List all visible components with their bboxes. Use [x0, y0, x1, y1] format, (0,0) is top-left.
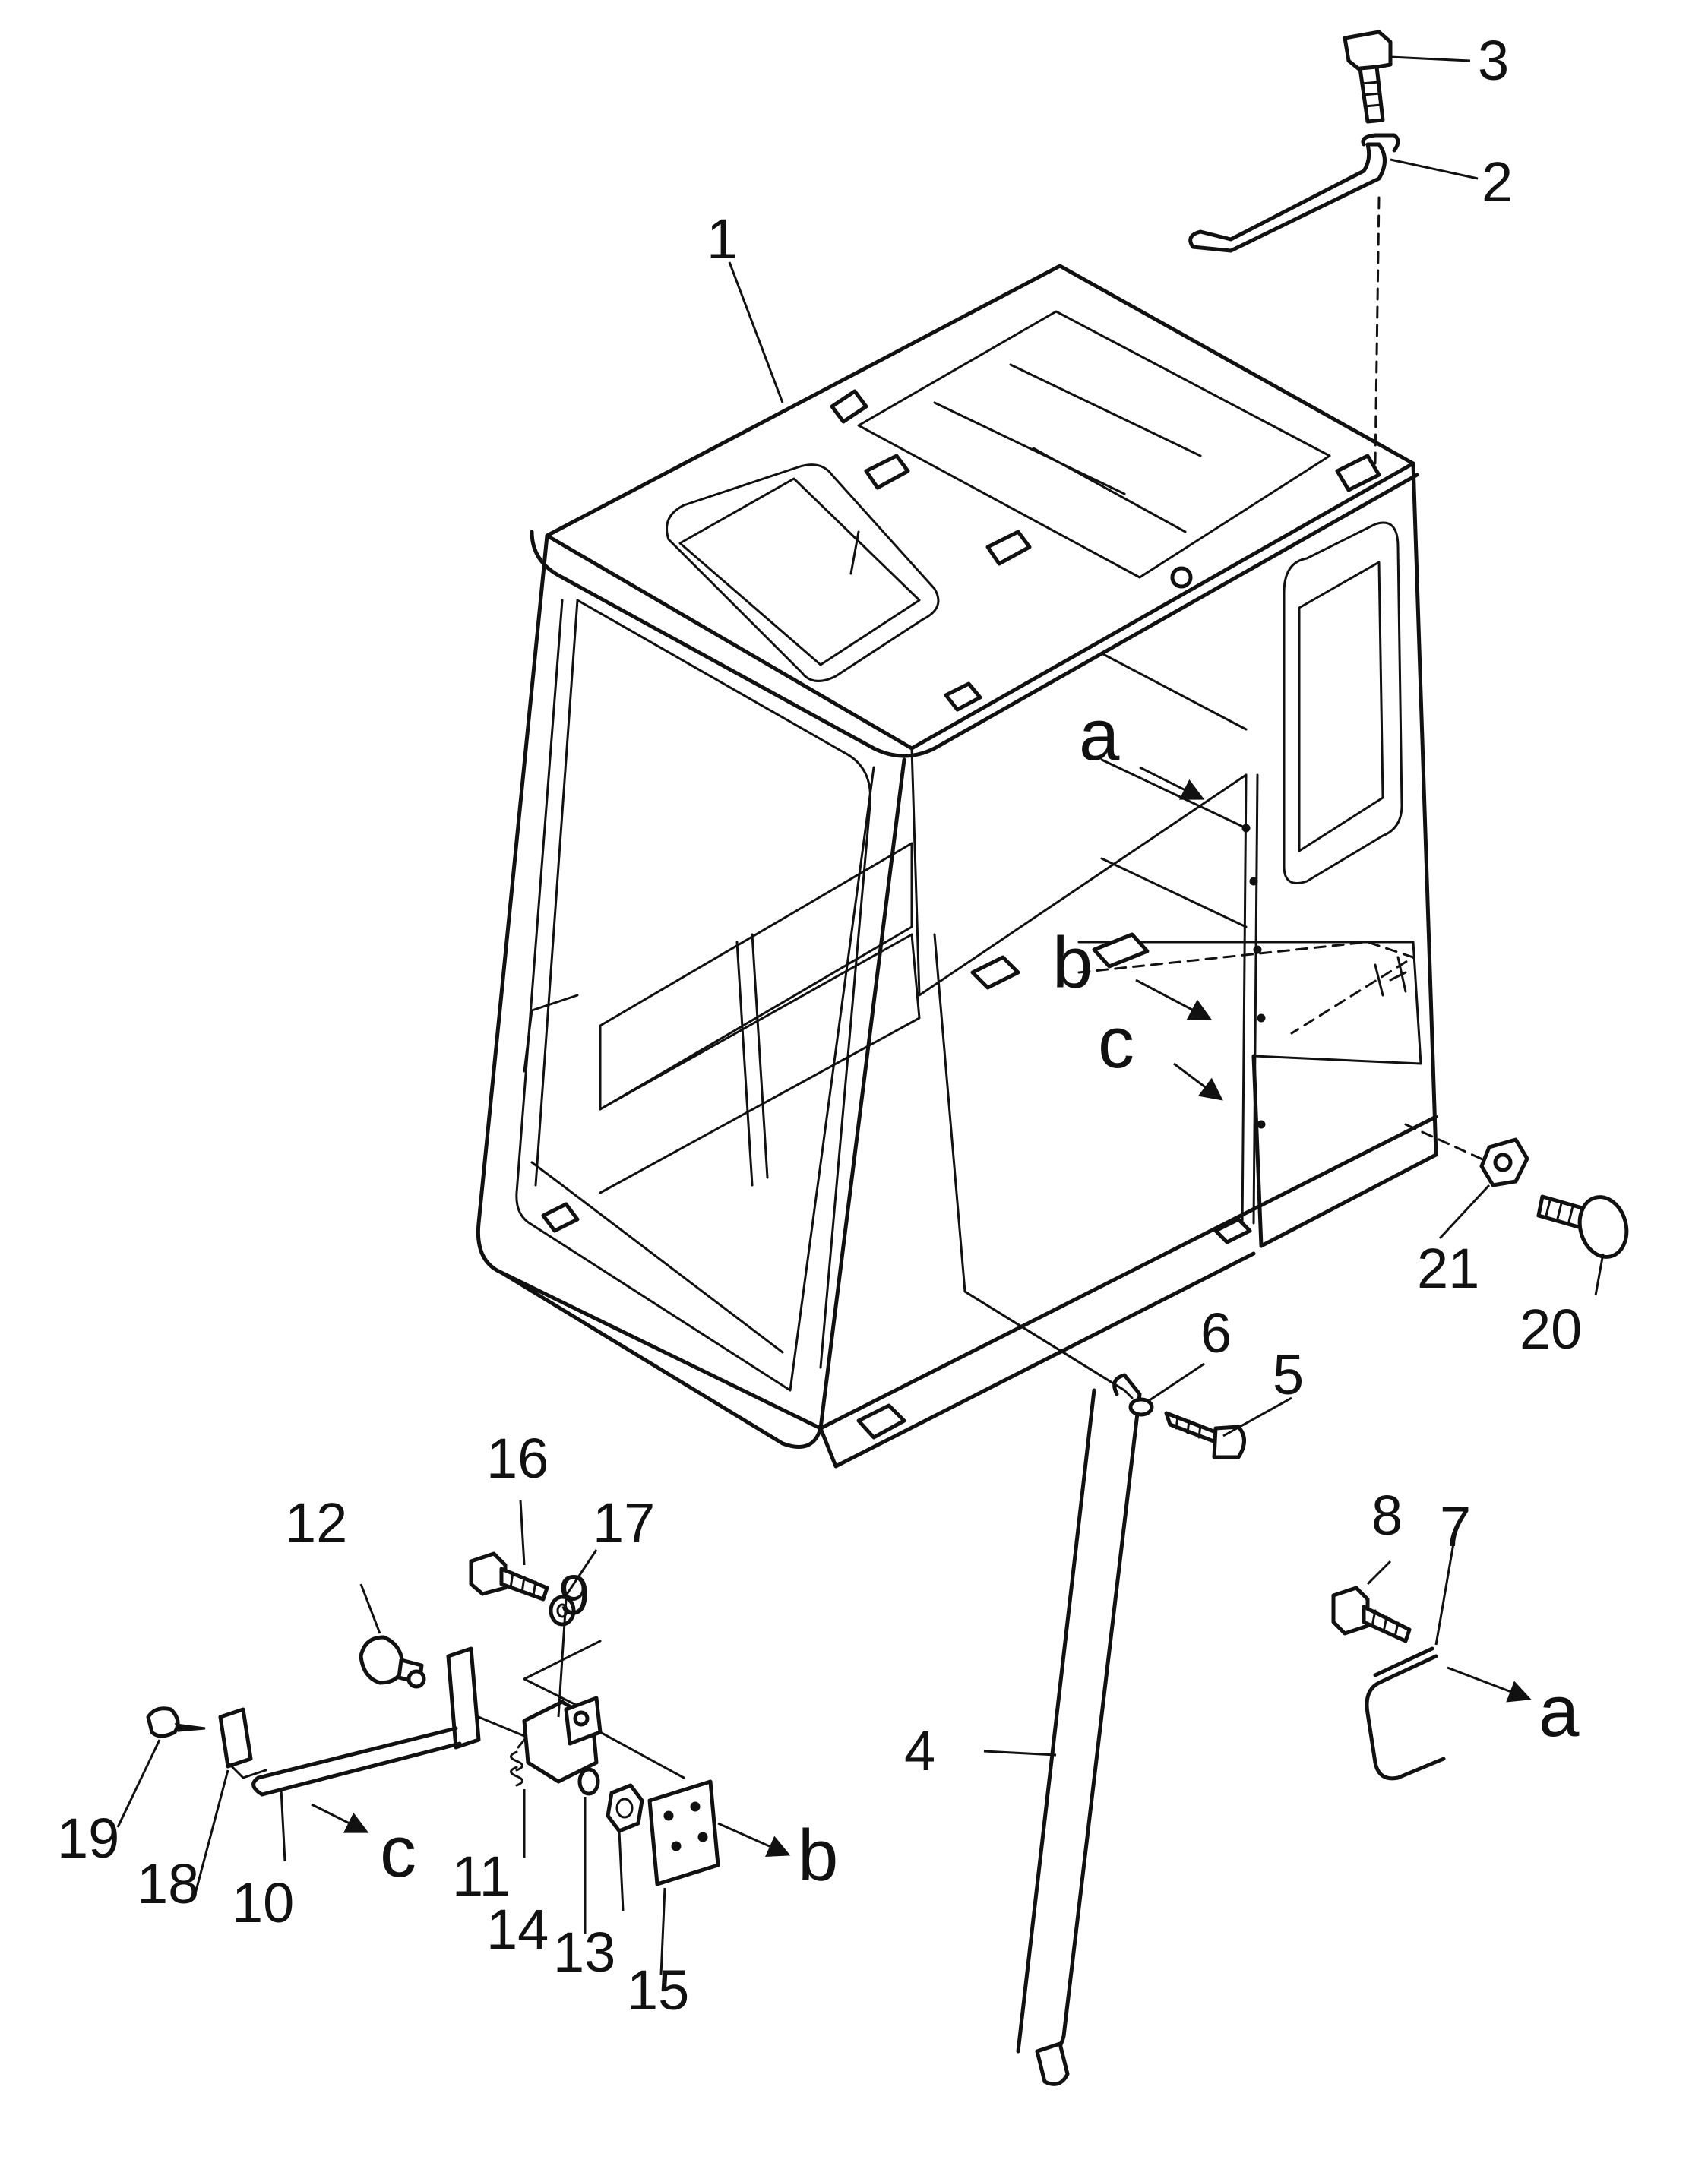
ref-a-ubolt: a: [1539, 1671, 1580, 1752]
callout-17: 17: [593, 1491, 655, 1554]
assembly-centerlines: [963, 196, 1491, 1399]
callout-8: 8: [1371, 1484, 1403, 1547]
roof-bracket-part-2: [1188, 133, 1400, 253]
ref-c-cab: c: [1098, 1002, 1134, 1083]
leader-lines: [116, 55, 1605, 1976]
ref-c-rod: c: [380, 1811, 416, 1892]
stay-rod-part-4: [1016, 1373, 1142, 2086]
callout-18: 18: [137, 1852, 199, 1915]
door-lock-assembly: [146, 1551, 720, 1886]
u-bolt-part-7: [1365, 1646, 1446, 1781]
cab-frame: [476, 264, 1438, 1469]
callout-9: 9: [558, 1564, 590, 1627]
knob-nut-part-20-21: [1479, 1137, 1629, 1259]
callout-21: 21: [1417, 1237, 1479, 1300]
callout-2: 2: [1482, 150, 1513, 213]
callout-1: 1: [707, 207, 738, 270]
callout-13: 13: [553, 1921, 615, 1984]
callout-7: 7: [1440, 1495, 1471, 1558]
callout-20: 20: [1520, 1298, 1582, 1361]
callout-14: 14: [486, 1898, 549, 1961]
callout-labels: 1 2 3 4 5 6 7 8 9 10 11 12 13 14 15 16 1…: [57, 29, 1582, 2022]
callout-3: 3: [1478, 29, 1509, 92]
callout-6: 6: [1200, 1301, 1232, 1364]
callout-19: 19: [57, 1807, 119, 1870]
reference-letters: a b c a b c: [380, 694, 1580, 1896]
bolt-part-8: [1331, 1586, 1412, 1643]
reference-arrows: [311, 766, 1532, 1857]
callout-5: 5: [1273, 1343, 1304, 1406]
callout-12: 12: [285, 1491, 347, 1554]
callout-10: 10: [232, 1871, 294, 1934]
ref-a-cab: a: [1079, 694, 1120, 776]
ref-b-cab: b: [1052, 922, 1093, 1004]
ref-b-plate: b: [798, 1815, 838, 1896]
bolt-washer-part-5-6: [1128, 1397, 1246, 1459]
callout-4: 4: [904, 1719, 935, 1782]
callout-16: 16: [486, 1427, 549, 1490]
callout-11: 11: [452, 1845, 511, 1908]
bolt-part-3: [1343, 30, 1393, 124]
callout-15: 15: [627, 1959, 689, 2022]
